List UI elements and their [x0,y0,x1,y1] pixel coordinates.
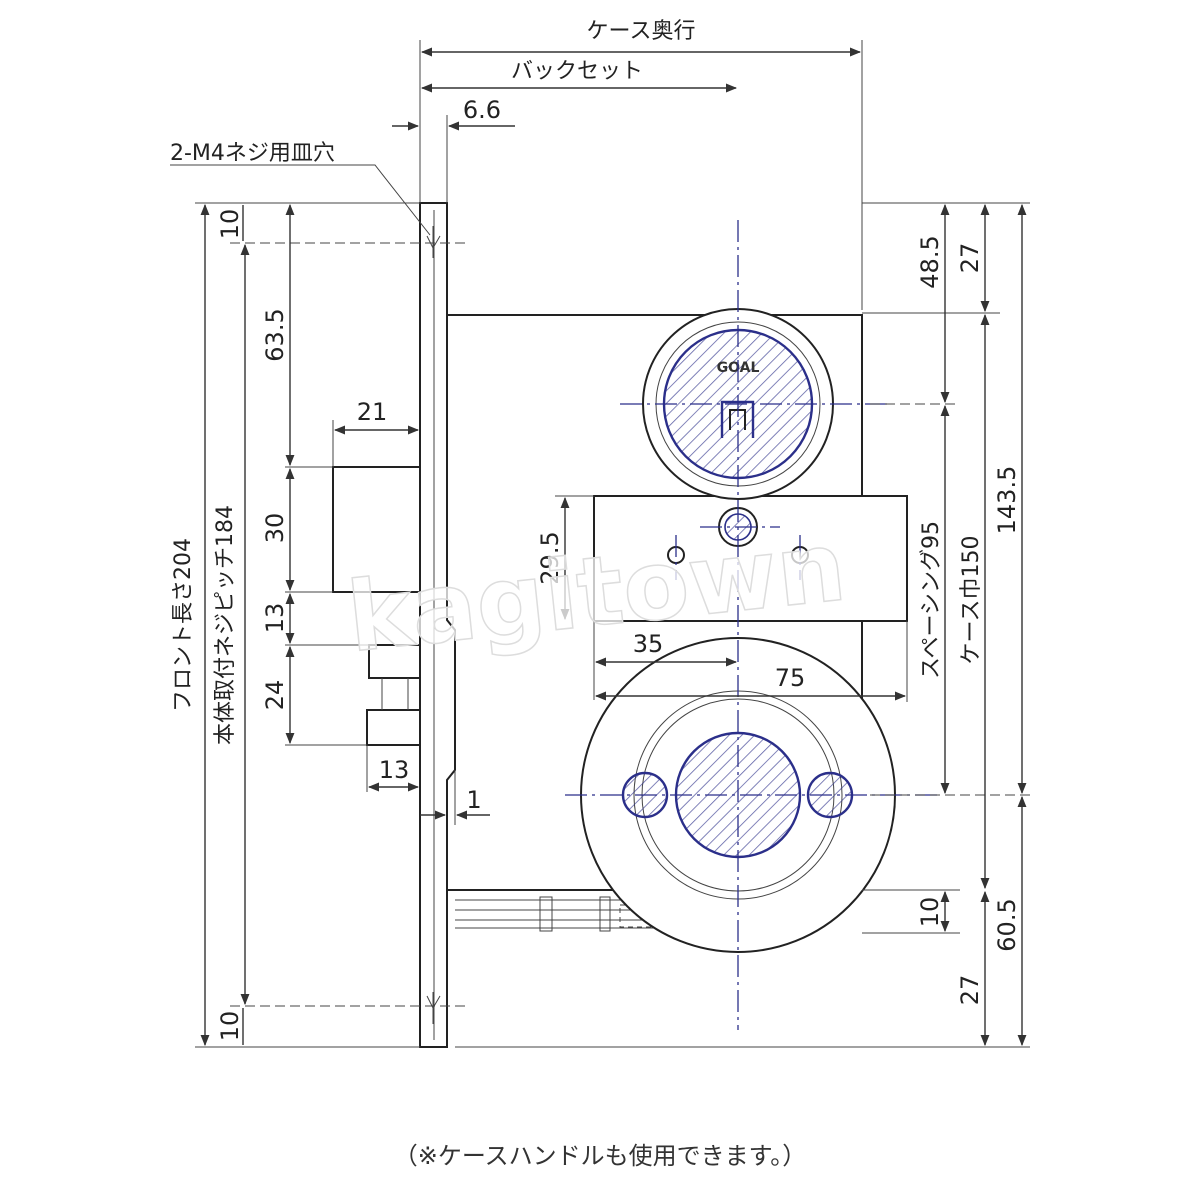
screw-hole-bottom [426,992,441,1024]
label-10-bottom: 10 [216,1011,244,1042]
screw-hole-top [426,226,441,258]
label-front-length: フロント長さ204 [171,538,196,712]
label-spacing: スペーシング95 [919,521,944,679]
label-1: 1 [466,786,481,814]
latch-bolt [332,466,421,593]
label-30: 30 [261,513,289,544]
label-60-5: 60.5 [993,898,1021,951]
center-lines [565,220,940,1030]
guard-bolt-lower [366,709,421,746]
dimension-labels: ケース奥行 バックセット 6.6 2-M4ネジ用皿穴 フロント長さ204 本体取… [170,19,1021,1041]
label-13-bottom: 13 [379,756,410,784]
label-27-top: 27 [956,243,984,274]
dimension-lines [170,40,1030,1048]
label-6-6: 6.6 [463,96,501,124]
label-10-top: 10 [216,209,244,240]
footnote: （※ケースハンドルも使用できます。） [393,1142,807,1170]
label-backset: バックセット [511,59,643,84]
label-29-5: 29.5 [536,531,564,584]
lock-dimension-drawing: GOAL [170,19,1030,1048]
label-screw-hole: 2-M4ネジ用皿穴 [170,141,335,166]
label-75: 75 [775,664,806,692]
label-13-left: 13 [261,603,289,634]
label-35: 35 [633,630,664,658]
label-63-5: 63.5 [261,308,289,361]
label-10-right: 10 [916,897,944,928]
label-143-5: 143.5 [993,466,1021,535]
label-case-depth: ケース奥行 [587,19,696,44]
guard-bolt-upper [368,644,421,679]
label-24: 24 [261,680,289,711]
label-27-bottom: 27 [956,975,984,1006]
label-body-pitch: 本体取付ネジピッチ184 [213,505,238,745]
label-case-width: ケース巾150 [959,536,984,665]
label-21: 21 [357,398,388,426]
label-48-5: 48.5 [916,235,944,288]
